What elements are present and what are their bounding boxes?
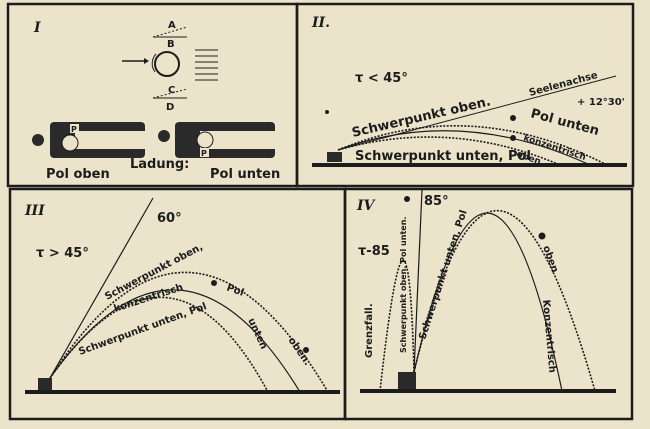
trajectory-grenzfall	[379, 259, 415, 392]
deg-label: 85°	[424, 194, 449, 209]
bore-axis-line	[337, 75, 617, 151]
schwerpunkt-unten-label: Schwerpunkt unten, Pol	[417, 209, 469, 341]
projectile-dot	[510, 135, 516, 141]
rotation-arrow-icon	[151, 53, 157, 73]
arrowhead-icon	[144, 58, 149, 64]
seelenachse-label: Seelenachse	[528, 70, 599, 99]
air-resistance-arrows-icon	[195, 49, 218, 81]
pol-label: Pol	[225, 282, 245, 298]
label-pol-unten: Pol unten	[210, 167, 280, 182]
panel-2: II. τ < 45° Seelenachse + 12°30' Schwerp…	[311, 15, 627, 167]
angle-label: τ < 45°	[355, 71, 408, 86]
oben-label: oben.	[286, 335, 313, 367]
line-a	[152, 26, 188, 38]
dot	[325, 110, 329, 114]
cannon-left-p: P	[71, 125, 77, 134]
trajectory-pol-unten	[337, 125, 608, 166]
cannon-icon	[327, 152, 342, 162]
cannon-right: P	[158, 122, 275, 158]
label-c: C	[168, 85, 175, 96]
panel-1: I A B C D P	[32, 20, 280, 182]
panel-4-numeral: IV	[356, 198, 377, 214]
label-b: B	[167, 39, 175, 50]
85-degree-line	[413, 189, 423, 373]
panel-1-numeral: I	[33, 20, 41, 36]
line-c	[152, 88, 188, 99]
trajectory-konzentrisch	[337, 136, 561, 166]
cannon-icon	[38, 378, 52, 390]
schwerpunkt-oben-label: Schwerpunkt oben, Pol unten.	[399, 217, 408, 353]
label-a: A	[168, 20, 176, 31]
projectile-circle	[154, 51, 180, 77]
schwerpunkt-oben-label: Schwerpunkt oben.	[351, 94, 493, 141]
60-degree-line	[49, 197, 154, 379]
deg-label: 60°	[157, 211, 182, 226]
schwerpunkt-unten-label: Schwerpunkt unten, Pol	[77, 301, 208, 358]
unten-label: unten	[245, 317, 269, 351]
panel-4: IV τ-85 85° Grenzfall. Schwerpunkt oben,…	[356, 189, 616, 393]
label-d: D	[166, 102, 174, 113]
schwerpunkt-unten-label: Schwerpunkt unten, Pol	[355, 149, 531, 164]
label-ladung: Ladung:	[130, 157, 189, 172]
cannon-icon	[398, 372, 416, 389]
angle-label: τ > 45°	[36, 246, 89, 261]
panel-2-frame	[295, 2, 635, 188]
panel-2-numeral: II.	[311, 15, 330, 31]
panel-3-numeral: III	[24, 203, 45, 219]
trajectory-schwerpunkt-unten	[413, 209, 596, 392]
pol-unten-label: Pol unten	[529, 106, 601, 139]
projectile-dot	[303, 347, 309, 353]
label-pol-oben: Pol oben	[46, 167, 110, 182]
projectile-dot	[404, 196, 410, 202]
elevation-label: + 12°30'	[577, 97, 625, 108]
projectile-dot	[538, 232, 546, 240]
projectile-dot	[510, 115, 516, 121]
trajectory-schwerpunkt-oben	[49, 271, 329, 393]
trajectory-solid	[337, 130, 591, 166]
trajectory-schwerpunkt-unten	[49, 296, 269, 393]
projectile-dot	[211, 280, 217, 286]
cannon-left: P	[32, 122, 145, 158]
cannon-right-p: P	[201, 149, 207, 158]
grenzfall-label: Grenzfall.	[364, 303, 375, 358]
panel-3: III τ > 45° 60° Schwerpunkt oben, Pol ko…	[24, 197, 340, 394]
konzentrisch-label: Konzentrisch	[540, 299, 557, 373]
oben-label: oben	[540, 244, 560, 274]
angle-label: τ-85	[358, 244, 390, 259]
trajectory-konzentrisch	[413, 212, 563, 392]
panel-4-frame	[343, 187, 634, 421]
